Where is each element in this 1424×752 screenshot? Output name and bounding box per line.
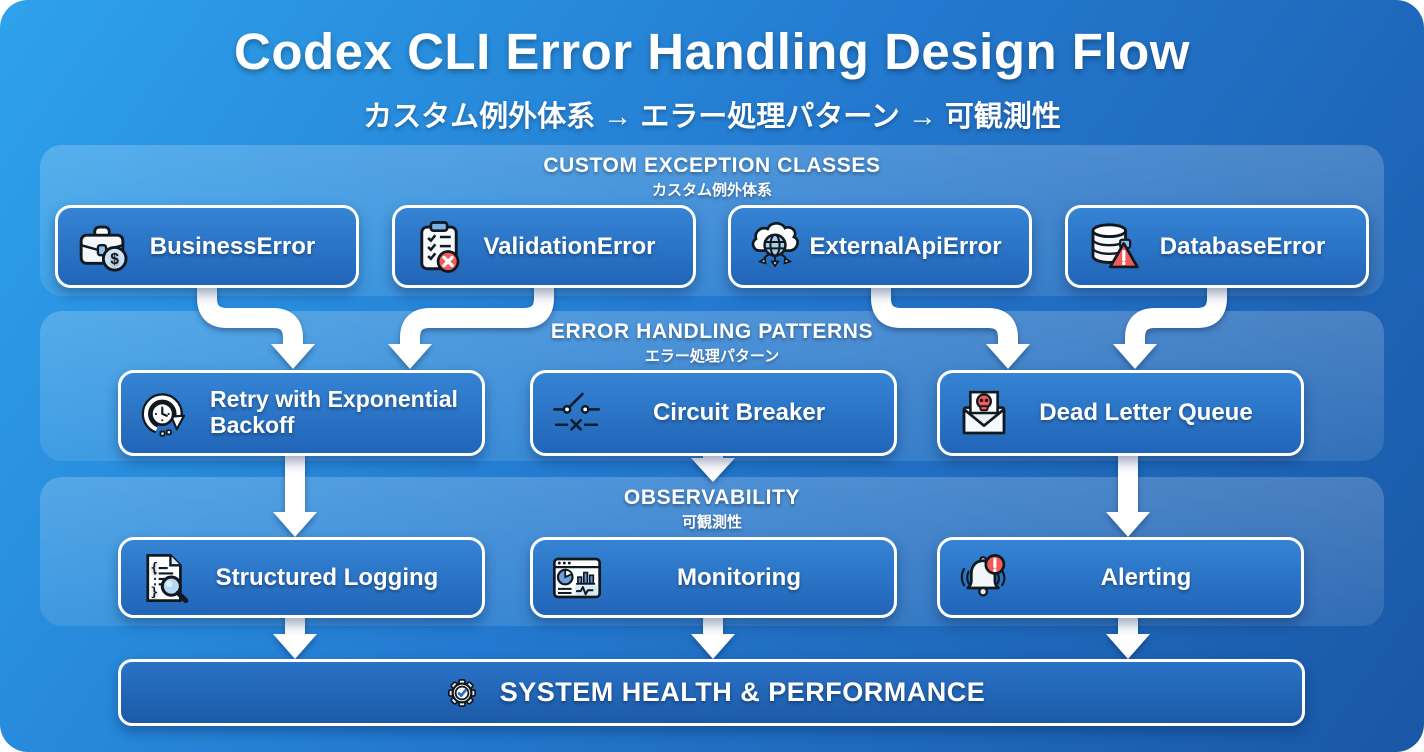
- arrowhead: [273, 634, 317, 659]
- svg-text:{: {: [151, 559, 159, 574]
- node-retry-exponential-backoff: Retry with Exponential Backoff: [118, 370, 485, 456]
- section-header-jp: カスタム例外体系: [651, 182, 772, 199]
- database-warning-icon: [1091, 222, 1139, 268]
- node-label: ValidationError: [483, 232, 656, 260]
- node-label: BusinessError: [149, 232, 316, 260]
- node-label: Circuit Breaker: [652, 399, 826, 426]
- node-label: Monitoring: [677, 563, 801, 591]
- clipboard-cross-icon: [420, 220, 460, 273]
- section-header: CUSTOM EXCEPTION CLASSES: [543, 154, 881, 177]
- dashboard-charts-icon: [552, 557, 602, 598]
- page-title: Codex CLI Error Handling Design Flow: [234, 23, 1190, 80]
- node-label: Alerting: [1100, 563, 1192, 591]
- node-business-error: $ BusinessError: [55, 205, 359, 288]
- page-subtitle-jp: カスタム例外体系 → エラー処理パターン → 可観測性: [363, 101, 1061, 133]
- node-dead-letter-queue: Dead Letter Queue: [937, 370, 1304, 456]
- cloud-network-icon: [751, 221, 799, 268]
- svg-text:$: $: [110, 251, 119, 268]
- system-health-bar: SYSTEM HEALTH & PERFORMANCE: [118, 659, 1305, 726]
- node-monitoring: Monitoring: [530, 537, 897, 618]
- section-header-jp: 可観測性: [681, 514, 742, 531]
- envelope-skull-icon: [962, 390, 1006, 435]
- node-label: Structured Logging: [215, 563, 439, 591]
- svg-text:}: }: [151, 584, 159, 599]
- node-validation-error: ValidationError: [392, 205, 696, 288]
- briefcase-dollar-icon: $: [79, 225, 128, 272]
- node-structured-logging: { } Structured Logging: [118, 537, 485, 618]
- section-header: OBSERVABILITY: [623, 486, 801, 509]
- section-header-jp: エラー処理パターン: [644, 348, 780, 365]
- node-label: Retry with Exponential Backoff: [210, 386, 458, 438]
- section-header: ERROR HANDLING PATTERNS: [550, 320, 874, 343]
- bell-alert-icon: [960, 553, 1006, 597]
- node-label: Dead Letter Queue: [1039, 399, 1253, 426]
- arrowhead: [691, 634, 735, 659]
- system-health-label: SYSTEM HEALTH & PERFORMANCE: [499, 677, 986, 707]
- node-label: ExternalApiError: [809, 232, 1002, 260]
- node-alerting: Alerting: [937, 537, 1304, 618]
- retry-clock-icon: [141, 393, 186, 437]
- node-database-error: DatabaseError: [1065, 205, 1369, 288]
- document-magnifier-icon: { }: [146, 553, 189, 603]
- node-circuit-breaker: Circuit Breaker: [530, 370, 897, 456]
- node-external-api-error: ExternalApiError: [728, 205, 1032, 288]
- node-label: DatabaseError: [1159, 232, 1326, 260]
- gear-check-icon: [447, 678, 476, 707]
- arrowhead: [1106, 634, 1150, 659]
- circuit-breaker-icon: [553, 392, 601, 431]
